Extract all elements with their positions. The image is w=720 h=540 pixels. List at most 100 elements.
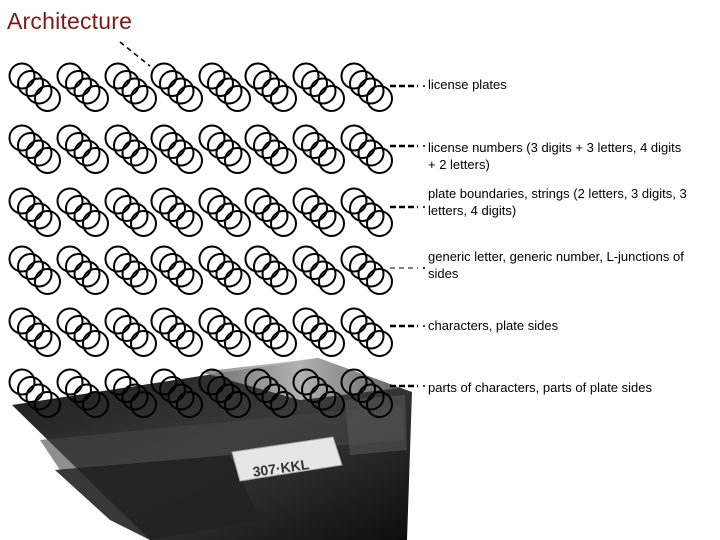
node-circle (318, 330, 345, 357)
node-circle (292, 307, 320, 335)
node-circle (65, 70, 92, 97)
node-circle (244, 187, 272, 215)
node-circle (318, 391, 345, 418)
node-circle (130, 210, 157, 237)
node-circle (34, 147, 61, 174)
node-circle (292, 368, 320, 396)
node-circle (261, 383, 289, 411)
node-circle (167, 77, 195, 105)
node-circle (357, 322, 385, 350)
node-circle (73, 383, 101, 411)
node-circle (349, 376, 376, 403)
node-circle (121, 139, 149, 167)
node-circle (104, 187, 132, 215)
node-circle (292, 62, 320, 90)
node-circle (270, 85, 297, 112)
node-circle (25, 77, 53, 105)
node-circle (65, 132, 92, 159)
node-circle (82, 268, 109, 295)
node-circle (159, 70, 186, 97)
node-circle (104, 307, 132, 335)
node-circle (159, 376, 186, 403)
node-circle (244, 307, 272, 335)
node-circle (17, 132, 44, 159)
node-circle (34, 210, 61, 237)
node-circle (176, 210, 203, 237)
title-connector (119, 41, 151, 67)
connector-dot (423, 385, 425, 387)
node-circle (366, 147, 393, 174)
node-circle (357, 383, 385, 411)
license-plate: 307·KKL (231, 436, 343, 482)
node-circle (176, 391, 203, 418)
node-circle (17, 376, 44, 403)
node-circle (73, 139, 101, 167)
node-circle (309, 322, 337, 350)
node-circle (34, 391, 61, 418)
node-circle (340, 245, 368, 273)
node-circle (198, 245, 226, 273)
node-circle (270, 330, 297, 357)
node-circle (301, 195, 328, 222)
node-circle (340, 368, 368, 396)
node-circle (17, 253, 44, 280)
node-circle (8, 307, 36, 335)
layer-label-1: license plates (428, 77, 507, 92)
node-circle (318, 85, 345, 112)
node-circle (215, 202, 243, 230)
node-circle (82, 330, 109, 357)
node-circle (8, 62, 36, 90)
node-circle (25, 383, 53, 411)
node-circle (56, 124, 84, 152)
node-circle (113, 376, 140, 403)
node-circle (167, 202, 195, 230)
license-plate-text: 307·KKL (252, 456, 311, 480)
node-circle (318, 210, 345, 237)
node-circle (309, 77, 337, 105)
node-circle (198, 307, 226, 335)
node-circle (270, 268, 297, 295)
node-circle (292, 187, 320, 215)
node-circle (309, 260, 337, 288)
node-circle (224, 330, 251, 357)
node-circle (349, 315, 376, 342)
node-circle (301, 70, 328, 97)
node-circle (224, 268, 251, 295)
node-circle (17, 315, 44, 342)
node-circle (244, 62, 272, 90)
node-circle (215, 260, 243, 288)
node-circle (261, 139, 289, 167)
node-circle (8, 187, 36, 215)
node-circle (130, 85, 157, 112)
node-circle (198, 187, 226, 215)
node-circle (244, 368, 272, 396)
node-circle (270, 210, 297, 237)
node-circle (309, 139, 337, 167)
connector-dot (423, 267, 425, 269)
node-circle (130, 147, 157, 174)
node-circle (82, 147, 109, 174)
node-circle (121, 77, 149, 105)
node-circle (8, 124, 36, 152)
node-circle (301, 376, 328, 403)
node-circle (34, 330, 61, 357)
node-circle (301, 315, 328, 342)
node-circle (357, 139, 385, 167)
node-circle (73, 202, 101, 230)
node-circle (224, 147, 251, 174)
node-circle (73, 77, 101, 105)
node-circle (253, 132, 280, 159)
node-circle (73, 260, 101, 288)
node-circle (121, 322, 149, 350)
node-circle (121, 383, 149, 411)
node-circle (261, 202, 289, 230)
page-title: Architecture (7, 8, 133, 34)
node-circle (301, 132, 328, 159)
node-circle (65, 253, 92, 280)
node-circle (366, 330, 393, 357)
node-circle (159, 195, 186, 222)
node-circle (198, 62, 226, 90)
connector-dot (423, 206, 425, 208)
node-circle (56, 245, 84, 273)
